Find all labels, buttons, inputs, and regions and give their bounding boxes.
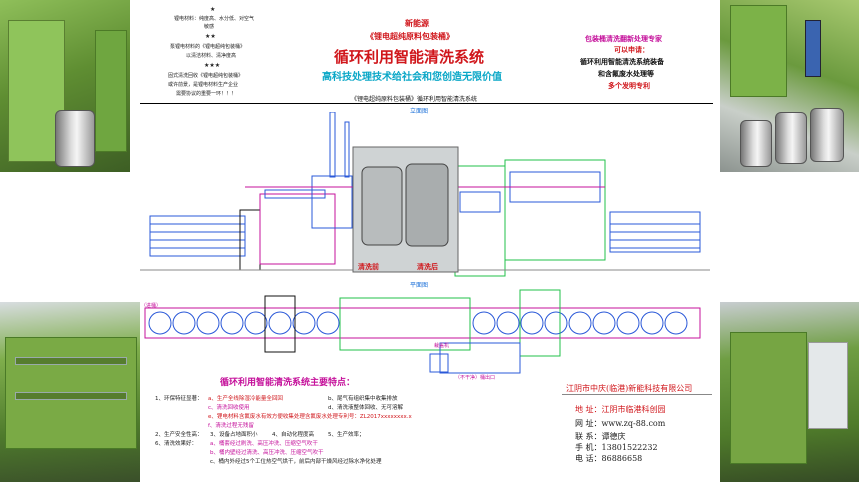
feature-item: d、清洗液整体回收、无可溶解 — [328, 405, 403, 411]
feature-item: b、桶内壁经过清洗、高压冲洗、压缩空气吹干 — [210, 450, 324, 456]
apply-item: 循环利用智能清洗系统装备 — [580, 58, 664, 66]
company-name: 江阴市中庆(临港)新能科技有限公司 — [566, 384, 693, 393]
apply-label: 可以申请： — [614, 46, 649, 54]
factory-photo-top-left — [0, 0, 130, 172]
star-rating-3: ★★★ — [204, 62, 221, 69]
feature-item: 5、生产效率； — [328, 432, 365, 438]
feature-item: c、桶内外经过5个工位热空气烘干，前后内部干燥风经过除水净化处理 — [210, 459, 382, 465]
address: 地 址：江阴市临港科创园 — [575, 405, 666, 414]
feature-item: 3、设备占地面积小 — [210, 432, 258, 438]
note-text: 锂电材料：纯度高、水分低、对空气 — [174, 16, 255, 22]
star-rating-1: ★ — [210, 6, 216, 13]
feature-item: a、桶套经过刷洗、高压冲洗、压缩空气吹干 — [210, 441, 318, 447]
note-text: 或许前景，是锂电材料生产企业 — [168, 82, 239, 88]
plan-view-label: 平面图 — [410, 282, 429, 289]
front-view-label: 立面图 — [410, 108, 429, 115]
contact-person: 联 系：谭德庆 — [575, 432, 626, 441]
note-text: 需要协议的重要一环！！！ — [176, 91, 237, 97]
phone-number: 电 话：86886658 — [575, 454, 643, 463]
elevation-drawing — [140, 112, 710, 277]
feature-item: 4、自动化程度高 — [272, 432, 314, 438]
patents-label: 多个发明专利 — [608, 82, 650, 90]
divider-line — [562, 394, 712, 395]
feature-item: c、清洗回收使用 — [208, 405, 250, 411]
slogan: 高科技处理技术给社会和您创造无限价值 — [322, 72, 502, 83]
factory-photo-bottom-right — [720, 302, 859, 482]
expert-label: 包装桶清洗翻新处理专家 — [585, 35, 662, 43]
note-text: 以清洁材料、清净度高 — [186, 53, 237, 59]
apply-item: 和含氟废水处理等 — [598, 70, 654, 78]
feature-item: e、锂电材料含氟废水有效方便收集处理含氟废水处理专利号：ZL2017xxxxxx… — [208, 414, 412, 420]
divider-line — [140, 103, 713, 104]
outlet-label: （不干净）桶出口 — [455, 375, 496, 381]
header-top-label: 新能源 — [405, 18, 429, 28]
note-text: 敏感 — [204, 24, 215, 30]
note-text: 泵锂电材料的《锂电超纯包装桶》 — [170, 44, 246, 50]
website[interactable]: 网 址：www.zq-88.com — [575, 419, 666, 428]
after-cleaning-label: 清洗后 — [417, 263, 438, 271]
cutter-label: 裁盖机 — [434, 343, 450, 349]
before-cleaning-label: 清洗前 — [358, 263, 379, 271]
feature-item: f、清洗过程无残留 — [208, 423, 254, 429]
star-rating-2: ★★ — [205, 33, 216, 40]
inlet-label: （进桶） — [141, 303, 162, 309]
plan-drawing — [144, 289, 701, 374]
note-text: 固式清洗回收《锂电超纯包装桶》 — [168, 73, 244, 79]
header-sub-label: 《锂电超纯原料包装桶》 — [366, 31, 454, 41]
feature-item: 2、生产安全性高： — [155, 432, 203, 438]
feature-item: 6、清洗效果好： — [155, 441, 197, 447]
mobile-number: 手 机：13801522232 — [575, 443, 658, 452]
feature-item: a、生产全线除湿冷能量全回回 — [208, 396, 283, 402]
page-title: 循环利用智能清洗系统 — [334, 48, 485, 66]
factory-photo-top-right — [720, 0, 859, 172]
feature-item: b、尾气有组织集中收集排放 — [328, 396, 398, 402]
features-title: 循环利用智能清洗系统主要特点： — [220, 378, 356, 388]
factory-photo-bottom-left — [0, 302, 140, 482]
feature-item: 1、环保特征显著： — [155, 396, 203, 402]
drawing-title: 《锂电超纯原料包装桶》循环利用智能清洗系统 — [348, 94, 481, 103]
